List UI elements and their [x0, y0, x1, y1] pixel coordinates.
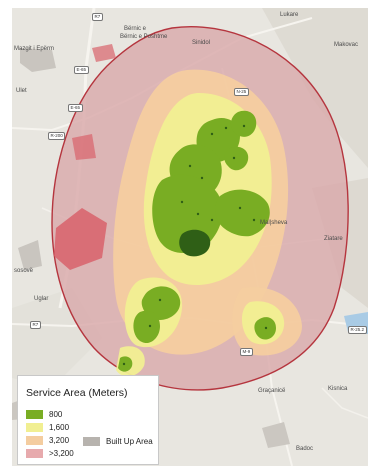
place-label-uglar: Uglar [34, 296, 49, 302]
hill-shade [262, 8, 368, 168]
road [321, 387, 368, 419]
road-shield-m9: M-9 [240, 348, 253, 356]
legend-label: 800 [49, 409, 63, 419]
built-up-area [262, 422, 290, 448]
legend-item-built-up: Built Up Area [83, 437, 153, 446]
legend-label: Built Up Area [106, 437, 153, 446]
map-canvas [12, 8, 368, 466]
built-up-area-red [54, 208, 107, 270]
road-shield-r25-2: R-25.2 [348, 326, 367, 334]
facility-points [122, 124, 268, 366]
place-label-bernic-e: Bërnic e [124, 26, 147, 32]
place-label-makovac: Makovac [334, 42, 359, 48]
road-shield-e65: E-65 [74, 66, 89, 74]
place-label-lukare: Lukare [280, 12, 299, 18]
legend-swatch [26, 409, 43, 419]
legend-item-800: 800 [26, 409, 62, 419]
legend-item-1600: 1,600 [26, 422, 69, 432]
place-label-sosove: sosovë [14, 268, 34, 274]
legend-label: >3,200 [49, 448, 74, 458]
road-shield-n25: N-25 [234, 88, 249, 96]
service-area-800[interactable] [118, 110, 276, 372]
place-label-sinidol: Sinidol [192, 40, 211, 46]
road-shield-r7: R7 [30, 321, 41, 329]
legend-label: 3,200 [49, 435, 70, 445]
legend-swatch [26, 435, 43, 445]
built-up-area [20, 48, 56, 72]
place-label-bernic-e-poshtme: Bërnic e Poshtme [120, 34, 168, 40]
road-shield-e65: E-65 [68, 104, 83, 112]
road-shield-r7: R7 [92, 13, 103, 21]
built-up-area-red [92, 44, 116, 62]
legend-swatch [26, 448, 43, 458]
built-up-area [18, 240, 42, 270]
place-label-malisheva: Mal|sheva [260, 220, 288, 226]
legend-swatch [83, 437, 100, 446]
dense-core [179, 229, 211, 257]
map-legend: Service Area (Meters) 800 1,600 3,200 >3… [17, 375, 159, 465]
road-shield-r200: R-200 [48, 132, 66, 140]
legend-item-3200: 3,200 [26, 435, 69, 445]
legend-title: Service Area (Meters) [26, 387, 128, 399]
place-label-gracanice: Graçanicë [258, 388, 286, 394]
service-area-map[interactable]: Bërnic e Bërnic e Poshtme Lukare Makovac… [12, 8, 368, 466]
place-label-ulet: Ulet [16, 88, 27, 94]
place-label-mazgit: Mazgit i Epërm [14, 46, 55, 52]
place-label-ziatare: Ziatare [324, 236, 343, 242]
place-label-badoc: Badoc [296, 446, 314, 452]
built-up-area-red [72, 134, 96, 160]
legend-item-over-3200: >3,200 [26, 448, 74, 458]
legend-label: 1,600 [49, 422, 70, 432]
legend-swatch [26, 422, 43, 432]
place-label-kisnica: Kisnica [328, 386, 348, 392]
